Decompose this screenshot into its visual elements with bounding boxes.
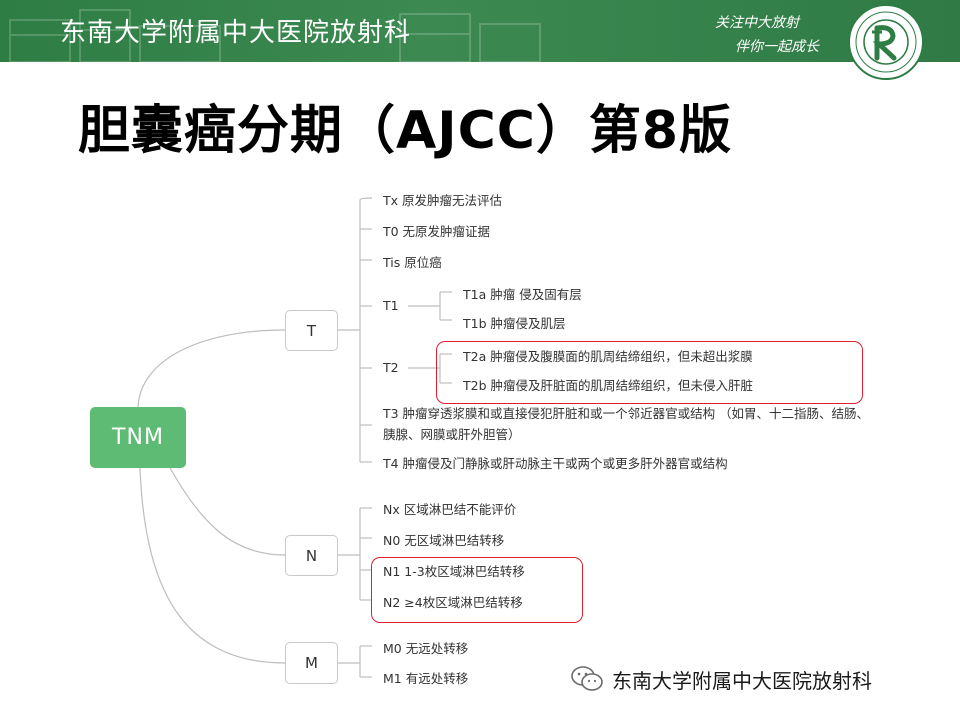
root-node-tnm: TNM: [90, 407, 186, 468]
highlight-box-t2: [436, 341, 863, 404]
leaf-m1: M1 有远处转移: [383, 668, 468, 687]
leaf-nx: Nx 区域淋巴结不能评价: [383, 499, 516, 518]
wechat-icon: [570, 665, 604, 693]
leaf-t1b: T1b 肿瘤侵及肌层: [463, 313, 566, 332]
leaf-t4: T4 肿瘤侵及门静脉或肝动脉主干或两个或更多肝外器官或结构: [383, 453, 728, 472]
leaf-t1: T1: [383, 298, 399, 313]
footer-text: 东南大学附属中大医院放射科: [612, 665, 872, 694]
leaf-tis: Tis 原位癌: [383, 252, 442, 271]
leaf-t1a: T1a 肿瘤 侵及固有层: [463, 284, 582, 303]
leaf-n0: N0 无区域淋巴结转移: [383, 530, 504, 549]
leaf-t2: T2: [383, 360, 399, 375]
branch-node-n: N: [285, 535, 338, 576]
leaf-tx: Tx 原发肿瘤无法评估: [383, 190, 502, 209]
highlight-box-n1-n2: [371, 557, 583, 623]
branch-node-m: M: [285, 642, 338, 684]
leaf-t3: T3 肿瘤穿透浆膜和或直接侵犯肝脏和或一个邻近器官或结构 （如胃、十二指肠、结肠…: [383, 403, 878, 445]
footer-watermark: 东南大学附属中大医院放射科: [570, 664, 872, 694]
leaf-t0: T0 无原发肿瘤证据: [383, 221, 490, 240]
branch-node-t: T: [285, 310, 338, 351]
leaf-m0: M0 无远处转移: [383, 638, 468, 657]
